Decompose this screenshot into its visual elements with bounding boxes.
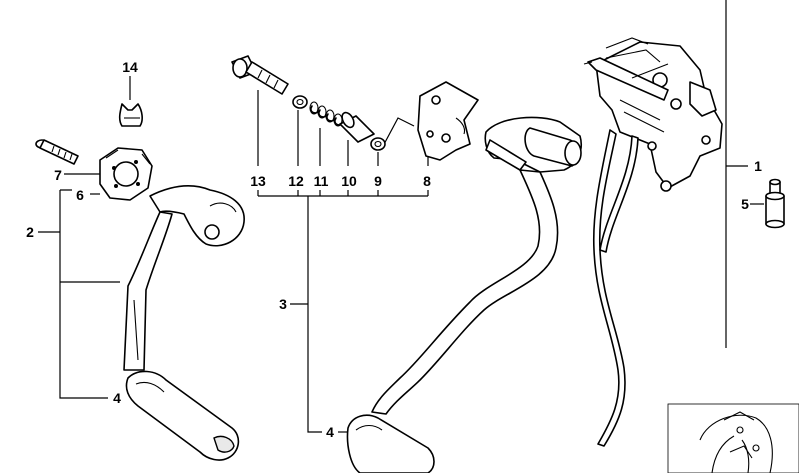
callout-10: 10 (341, 173, 357, 189)
callout-6: 6 (76, 187, 84, 203)
bolt-part-7 (35, 139, 79, 165)
thumbnail-preview (667, 403, 799, 473)
callout-11: 11 (314, 173, 329, 189)
sleeve-part-10 (339, 111, 375, 143)
callout-4-center: 4 (326, 424, 334, 440)
pedal-pad-part-4-center (346, 414, 435, 473)
callout-14: 14 (122, 59, 138, 75)
stud-part-5 (765, 178, 785, 229)
callout-9: 9 (374, 173, 382, 189)
callout-12: 12 (288, 173, 304, 189)
callout-1: 1 (754, 158, 762, 174)
pedal-arm-part-3 (371, 116, 582, 415)
washer-part-9 (370, 137, 386, 151)
plate-part-8 (417, 81, 479, 161)
callout-4-left: 4 (113, 390, 121, 406)
washer-part-12 (292, 95, 308, 109)
pedal-rods-part-1 (592, 129, 639, 447)
bolt-part-13 (231, 55, 289, 95)
callout-3: 3 (279, 296, 287, 312)
callout-7: 7 (54, 167, 62, 183)
pedal-pad-part-4-left (125, 370, 240, 461)
pedal-box-part-1 (583, 37, 723, 192)
spring-part-11 (309, 101, 345, 127)
pedal-arm-part-2 (123, 184, 245, 371)
callout-5: 5 (741, 196, 749, 212)
clip-part-14 (118, 103, 143, 127)
leader-lines (38, 0, 764, 433)
callout-13: 13 (250, 173, 266, 189)
callout-8: 8 (423, 173, 431, 189)
callout-labels: 14 7 6 2 4 13 12 11 10 9 8 3 4 1 5 (26, 59, 762, 440)
bushing-part-6 (99, 147, 153, 201)
callout-2: 2 (26, 224, 34, 240)
